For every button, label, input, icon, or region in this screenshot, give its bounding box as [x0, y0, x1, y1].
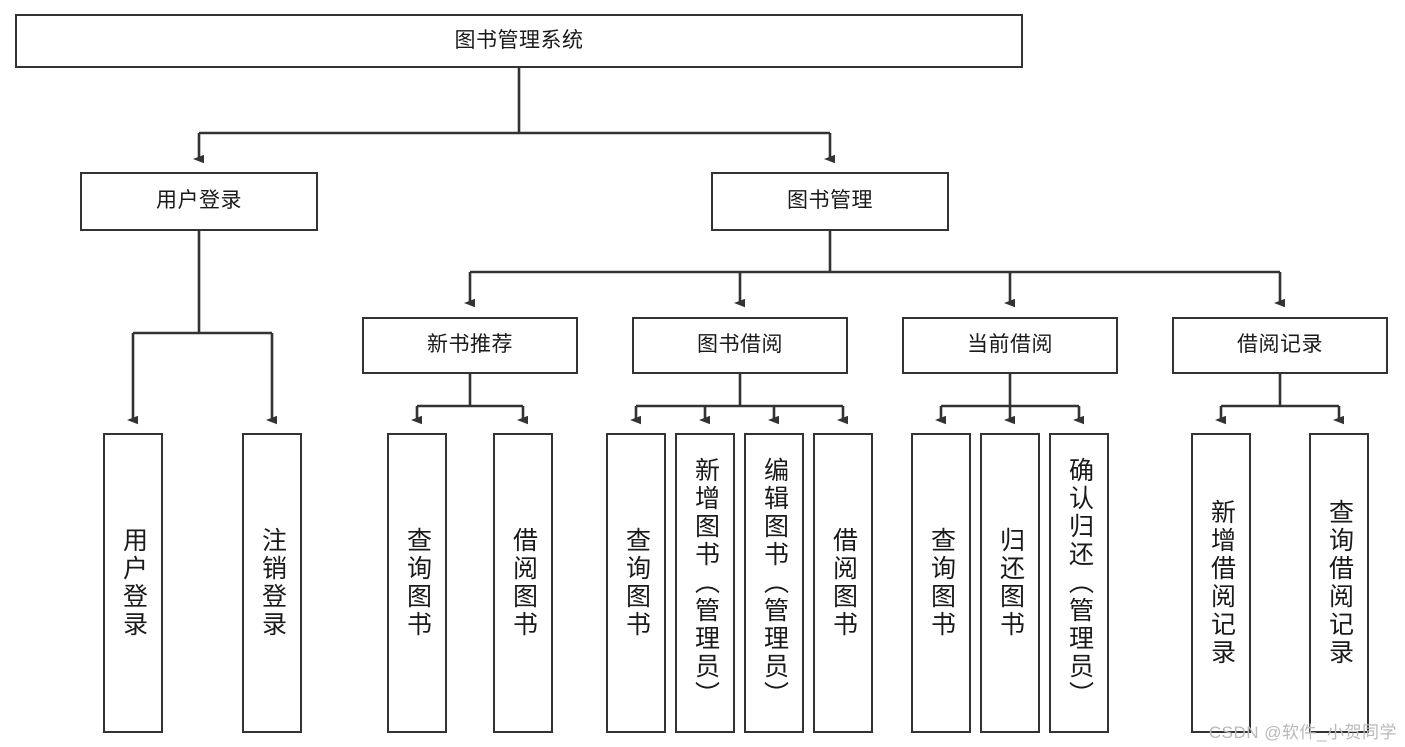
leaf-current-borrow-return-label: 归还图书	[996, 527, 1025, 639]
leaf-new-book-borrow-label: 借阅图书	[509, 527, 538, 639]
node-current-borrow-label: 当前借阅	[967, 333, 1053, 357]
leaf-new-book-query[interactable]: 查询图书	[387, 433, 447, 733]
leaf-current-borrow-confirm[interactable]: 确认归还（管理员）	[1049, 433, 1109, 733]
csdn-watermark: CSDN @软件_小贺同学	[1208, 723, 1397, 742]
node-book-borrow-label: 图书借阅	[697, 333, 783, 357]
leaf-book-borrow-add-label: 新增图书（管理员）	[691, 457, 720, 709]
node-current-borrow[interactable]: 当前借阅	[902, 317, 1118, 374]
leaf-user-login-login[interactable]: 用户登录	[103, 433, 163, 733]
leaf-new-book-query-label: 查询图书	[403, 527, 432, 639]
leaf-book-borrow-borrow-label: 借阅图书	[829, 527, 858, 639]
node-root-system-label: 图书管理系统	[454, 28, 584, 52]
node-book-manage-label: 图书管理	[787, 189, 873, 213]
leaf-book-borrow-add[interactable]: 新增图书（管理员）	[675, 433, 735, 733]
leaf-user-login-login-label: 用户登录	[119, 527, 148, 639]
leaf-current-borrow-query-label: 查询图书	[927, 527, 956, 639]
leaf-book-borrow-borrow[interactable]: 借阅图书	[813, 433, 873, 733]
leaf-book-borrow-query-label: 查询图书	[622, 527, 651, 639]
leaf-borrow-record-query[interactable]: 查询借阅记录	[1309, 433, 1369, 733]
leaf-new-book-borrow[interactable]: 借阅图书	[493, 433, 553, 733]
node-borrow-record[interactable]: 借阅记录	[1172, 317, 1388, 374]
node-book-manage[interactable]: 图书管理	[711, 172, 949, 231]
node-user-login-label: 用户登录	[156, 189, 242, 213]
leaf-borrow-record-add-label: 新增借阅记录	[1207, 499, 1236, 667]
node-borrow-record-label: 借阅记录	[1237, 333, 1323, 357]
leaf-current-borrow-query[interactable]: 查询图书	[911, 433, 971, 733]
leaf-book-borrow-query[interactable]: 查询图书	[606, 433, 666, 733]
node-book-borrow[interactable]: 图书借阅	[632, 317, 848, 374]
leaf-current-borrow-confirm-label: 确认归还（管理员）	[1065, 457, 1094, 709]
node-new-book-recommend-label: 新书推荐	[427, 333, 513, 357]
leaf-current-borrow-return[interactable]: 归还图书	[980, 433, 1040, 733]
node-root-system[interactable]: 图书管理系统	[15, 14, 1023, 68]
leaf-book-borrow-edit[interactable]: 编辑图书（管理员）	[744, 433, 804, 733]
leaf-borrow-record-query-label: 查询借阅记录	[1325, 499, 1354, 667]
node-new-book-recommend[interactable]: 新书推荐	[362, 317, 578, 374]
leaf-user-login-logout-label: 注销登录	[258, 527, 287, 639]
leaf-book-borrow-edit-label: 编辑图书（管理员）	[760, 457, 789, 709]
leaf-user-login-logout[interactable]: 注销登录	[242, 433, 302, 733]
leaf-borrow-record-add[interactable]: 新增借阅记录	[1191, 433, 1251, 733]
node-user-login[interactable]: 用户登录	[80, 172, 318, 231]
